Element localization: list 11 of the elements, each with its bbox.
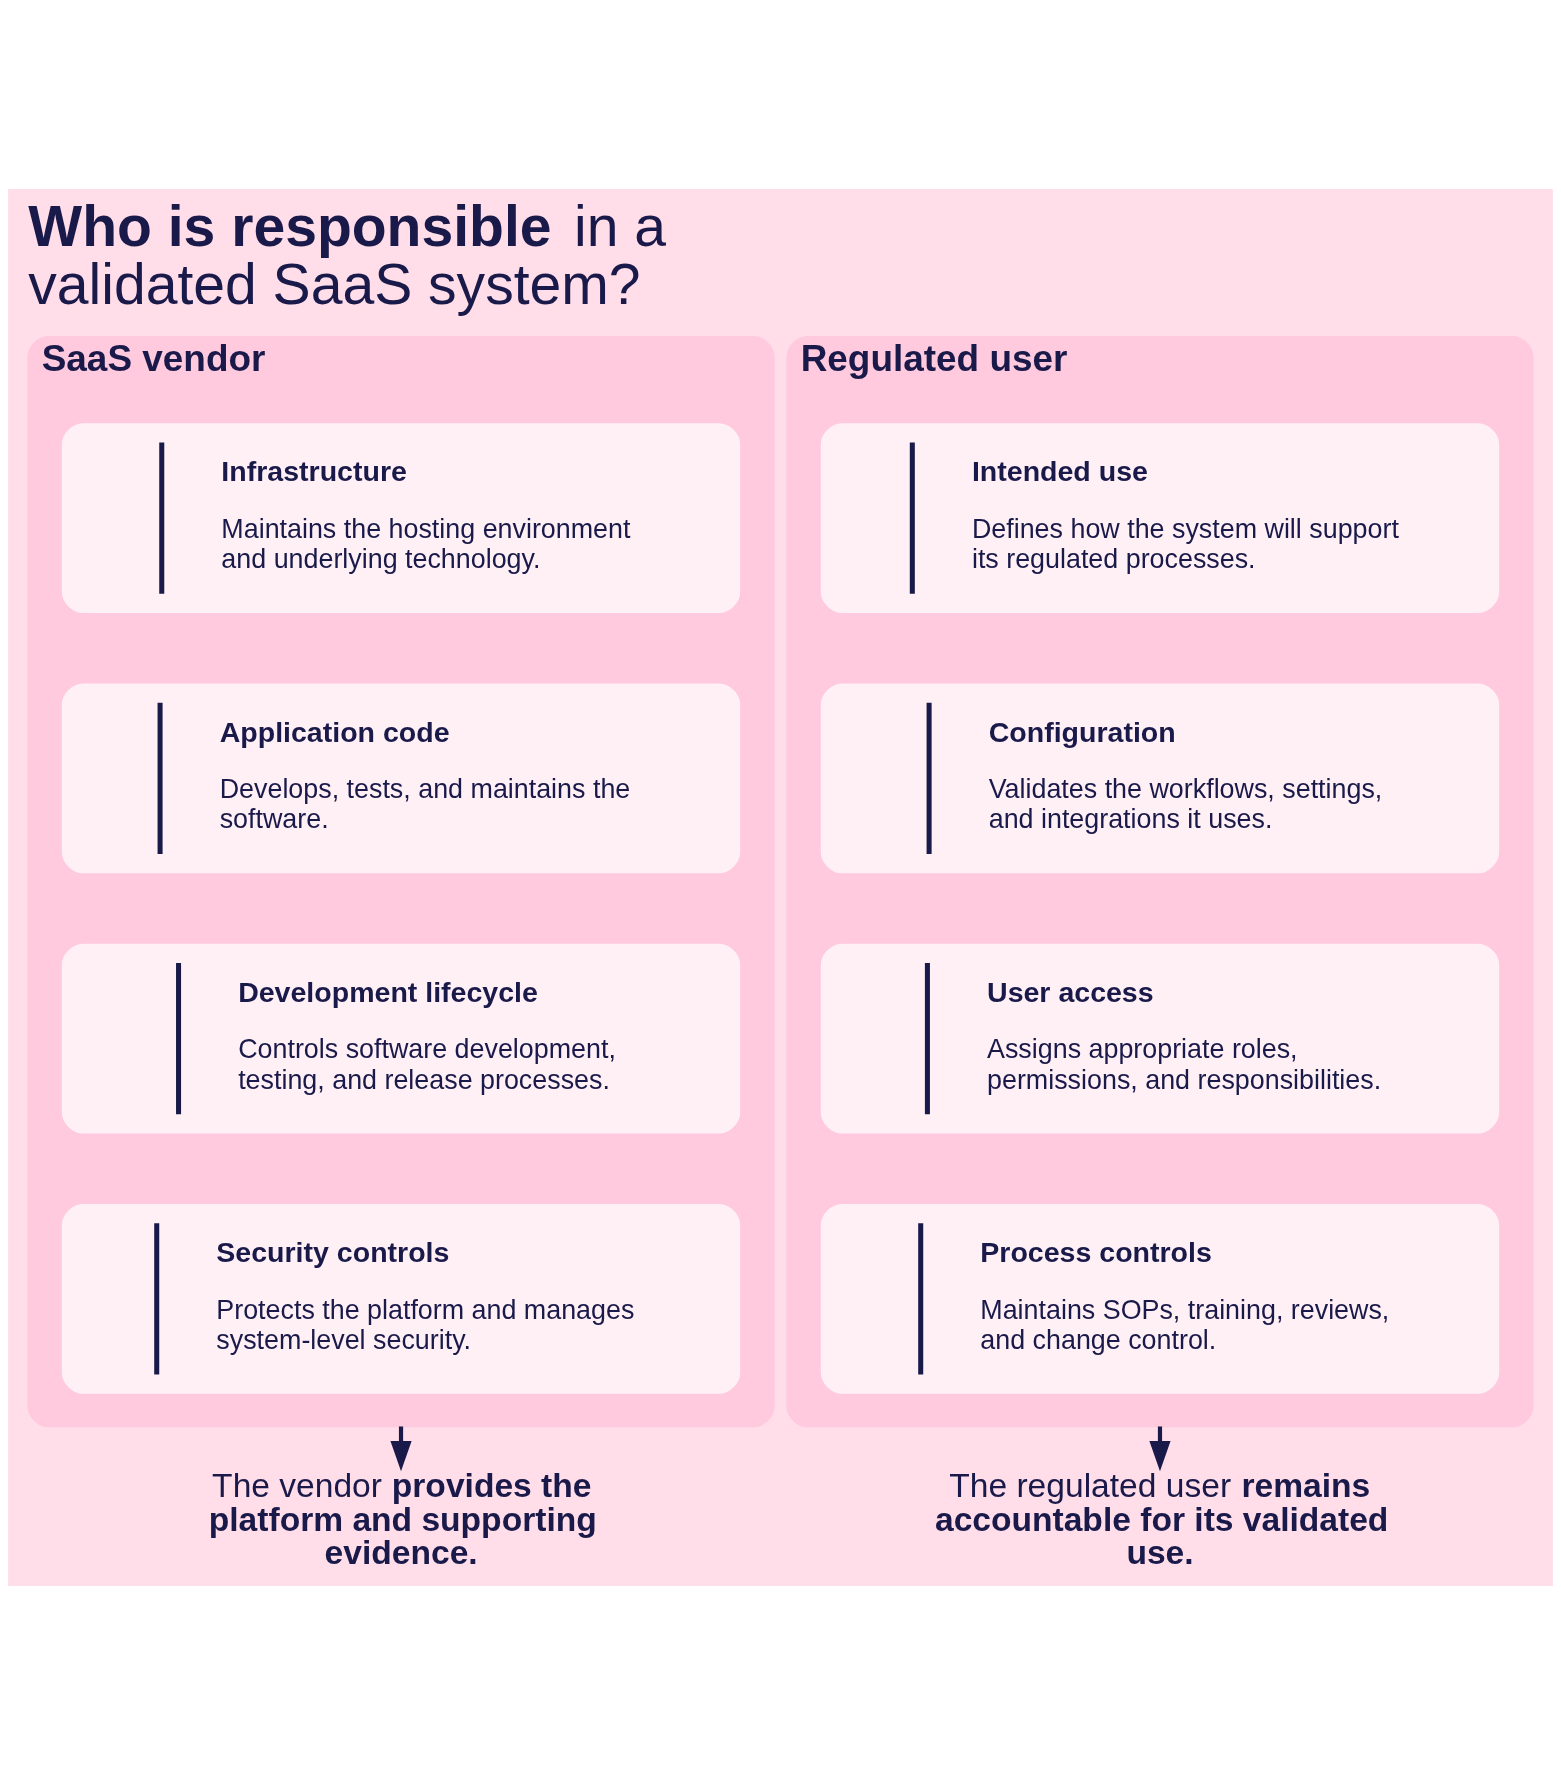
node-box: Process controls Maintains SOPs, training, reviews, and change control. [820,1204,1500,1394]
node-text: The vendor provides the platform and supporting evidence. [208,1467,597,1572]
node-box: Infrastructure Maintains the hosting environment and underlying technology. [61,423,741,613]
node-box: User access Assigns appropriate roles, permissions, and responsibilities. [820,943,1500,1134]
node-box: Security controls Protects the platform and manages system-level security. [61,1204,741,1394]
node-box: Development lifecycle Controls software development, testing, and release processes. [61,943,741,1134]
node-box: Application code Develops, tests, and maintains the software. [61,683,741,874]
diagram-title: Who is responsible in a validated SaaS system? [28,194,666,316]
node-box: Intended use Defines how the system will support its regulated processes. [820,423,1500,613]
node-text: The regulated user remains accountable for its validated use. [934,1467,1389,1572]
node-box: Configuration Validates the workflows, settings, and integrations it uses. [820,683,1500,874]
